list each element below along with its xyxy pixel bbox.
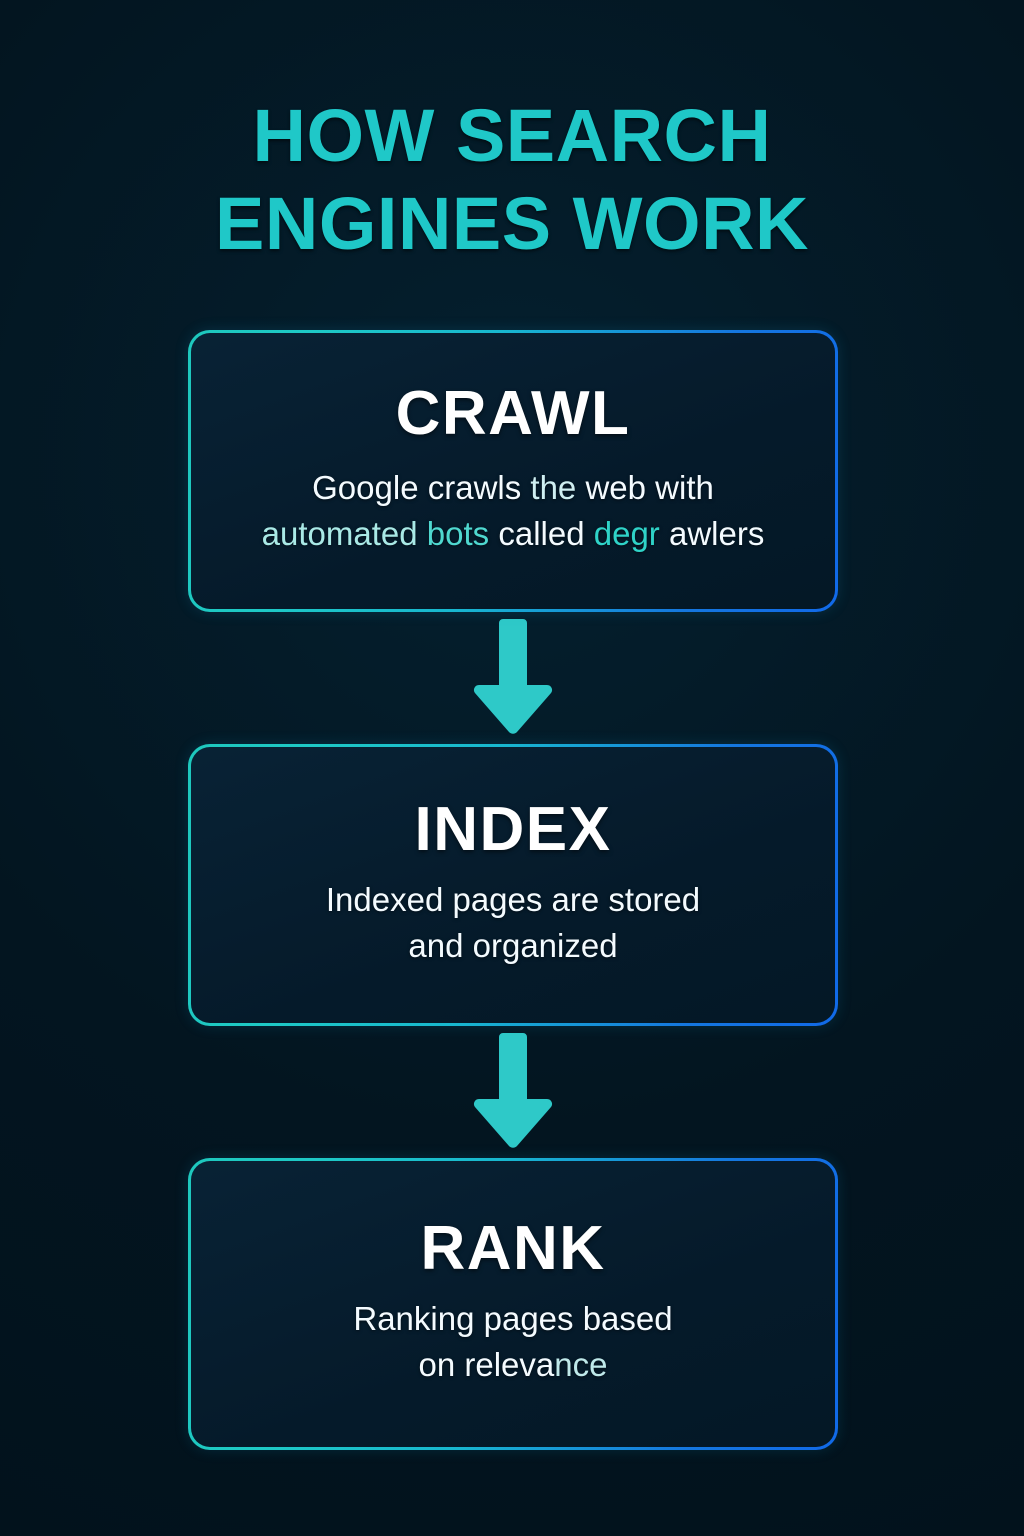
process-flow: CRAWL Google crawls the web with automat… — [188, 330, 838, 1456]
step-description-index: Indexed pages are stored and organized — [326, 877, 700, 969]
crawl-desc-seg-7: called — [489, 515, 594, 552]
step-heading-rank: RANK — [420, 1214, 606, 1283]
index-desc-line-1: Indexed pages are stored — [325, 881, 701, 918]
crawl-desc-seg-4: automated — [261, 515, 418, 552]
step-card-rank-body: RANK Ranking pages based on relevance — [191, 1161, 835, 1447]
crawl-desc-seg-6: bots — [426, 515, 490, 552]
rank-desc-seg-2: nce — [554, 1346, 608, 1383]
step-heading-index: INDEX — [414, 795, 612, 864]
arrow-crawl-to-index — [188, 612, 838, 744]
page-title: HOW SEARCH ENGINES WORK — [0, 92, 1024, 268]
rank-desc-line-1: Ranking pages based — [353, 1300, 673, 1337]
arrow-index-to-rank — [188, 1026, 838, 1158]
rank-desc-seg-1: on releva — [418, 1346, 555, 1383]
step-card-index[interactable]: INDEX Indexed pages are stored and organ… — [188, 744, 838, 1026]
index-desc-line-2: and organized — [408, 927, 618, 964]
crawl-desc-seg-8: degr — [593, 515, 660, 552]
step-heading-crawl: CRAWL — [395, 379, 631, 448]
crawl-desc-seg-5 — [418, 515, 427, 552]
step-card-index-body: INDEX Indexed pages are stored and organ… — [191, 747, 835, 1023]
step-description-crawl: Google crawls the web with automated bot… — [262, 465, 765, 557]
page-title-line-2: ENGINES WORK — [215, 182, 809, 265]
step-card-crawl-body: CRAWL Google crawls the web with automat… — [191, 333, 835, 609]
step-card-crawl[interactable]: CRAWL Google crawls the web with automat… — [188, 330, 838, 612]
crawl-desc-seg-3: web with — [576, 469, 714, 506]
step-card-rank[interactable]: RANK Ranking pages based on relevance — [188, 1158, 838, 1450]
step-description-rank: Ranking pages based on relevance — [353, 1296, 672, 1388]
crawl-desc-seg-9: awlers — [659, 515, 765, 552]
page-title-line-1: HOW SEARCH — [252, 94, 772, 177]
bottom-spacer — [188, 1450, 838, 1456]
crawl-desc-seg-1: Google crawls — [312, 469, 531, 506]
crawl-desc-seg-2: the — [530, 469, 577, 506]
